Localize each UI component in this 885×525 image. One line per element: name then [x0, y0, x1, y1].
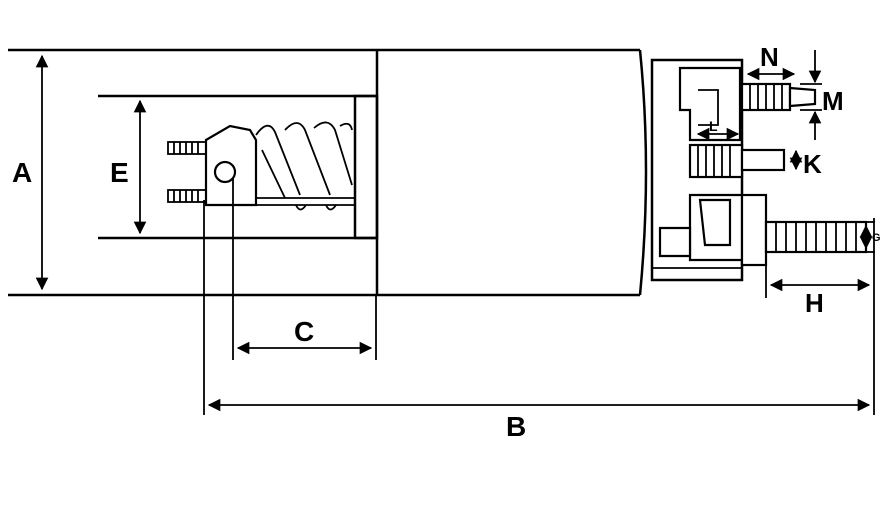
dimension-l: L [696, 118, 740, 141]
dimension-m: M [800, 50, 844, 140]
dimension-g: G [859, 221, 881, 253]
dimension-b: B [203, 200, 875, 442]
dimension-k: K [789, 149, 822, 179]
label-k: K [803, 149, 822, 179]
dimension-a: A [12, 54, 49, 291]
label-h: H [805, 288, 824, 318]
label-a: A [12, 157, 32, 188]
dimension-n: N [746, 42, 796, 81]
label-l: L [709, 118, 718, 134]
label-n: N [760, 42, 779, 72]
plunger-assembly [167, 121, 355, 211]
label-e: E [110, 157, 129, 188]
label-c: C [294, 316, 314, 347]
terminal-cap [650, 58, 868, 282]
dimension-e: E [110, 99, 147, 235]
dimension-h: H [765, 262, 871, 318]
label-g: G [872, 232, 881, 244]
label-m: M [822, 86, 844, 116]
dimension-c: C [232, 178, 377, 360]
solenoid-body [8, 48, 648, 297]
label-b: B [506, 411, 526, 442]
